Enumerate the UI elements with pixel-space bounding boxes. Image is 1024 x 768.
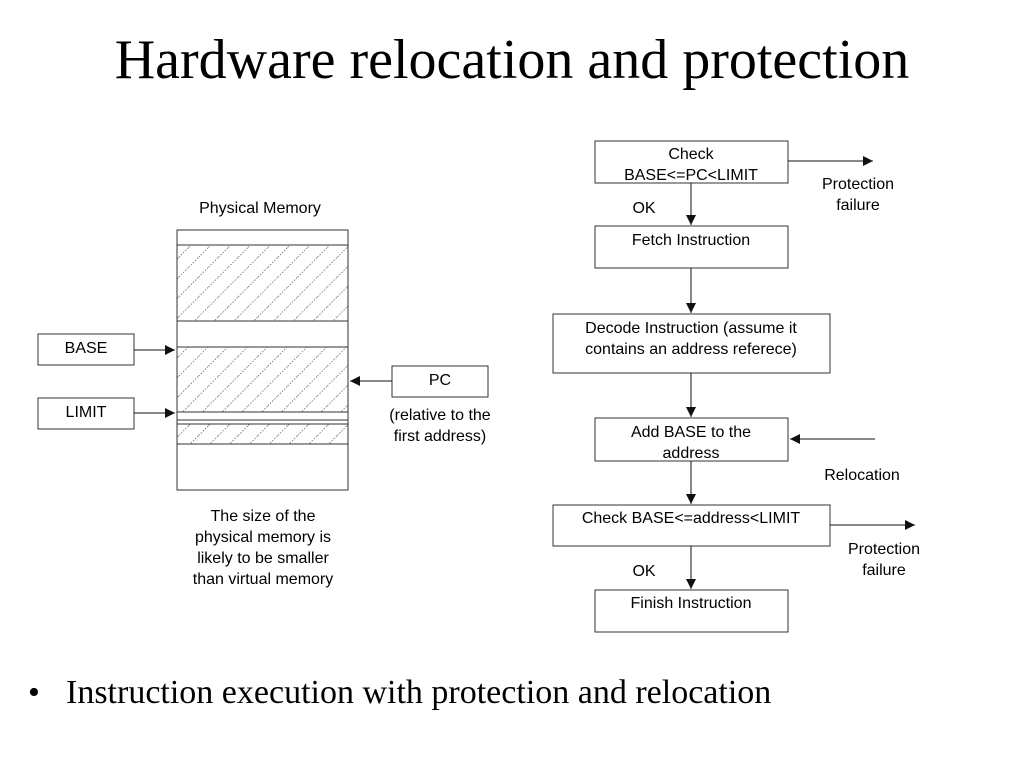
- base-register: [37, 333, 135, 366]
- size-note-line-1: The size of the: [211, 508, 316, 525]
- pc-note-line-1: (relative to the: [389, 407, 490, 424]
- check-address-label: Check BASE<=address<LIMIT: [582, 510, 801, 527]
- check-address-box: [552, 504, 831, 547]
- add-base-line-1: Add BASE to the: [631, 424, 751, 441]
- decode-line-1: Decode Instruction (assume it: [585, 320, 797, 337]
- physical-memory-label: Physical Memory: [199, 200, 321, 217]
- bullet-text: Instruction execution with protection an…: [66, 674, 772, 711]
- ok-label-2: OK: [632, 563, 655, 580]
- fetch-box: [594, 225, 789, 269]
- slide-title: Hardware relocation and protection: [114, 29, 910, 91]
- size-note-line-2: physical memory is: [195, 529, 331, 546]
- finish-label: Finish Instruction: [631, 595, 752, 612]
- check-pc-box: [594, 140, 789, 184]
- memory-used-region-1: [176, 244, 349, 322]
- protection-failure-2-line-2: failure: [862, 562, 906, 579]
- protection-failure-2-line-1: Protection: [848, 541, 920, 558]
- decode-box: [552, 313, 831, 374]
- decode-line-2: contains an address referece): [585, 341, 797, 358]
- bullet-marker: •: [28, 674, 40, 711]
- fetch-label: Fetch Instruction: [632, 232, 750, 249]
- memory-block: [176, 229, 349, 491]
- relocation-label: Relocation: [824, 467, 900, 484]
- bullet-item: • Instruction execution with protection …: [28, 674, 771, 712]
- add-base-box: [594, 417, 789, 462]
- pc-note-line-2: first address): [394, 428, 486, 445]
- check-pc-line-2: BASE<=PC<LIMIT: [624, 167, 758, 184]
- size-note-line-4: than virtual memory: [193, 571, 334, 588]
- limit-register-label: LIMIT: [66, 404, 107, 421]
- size-note-line-3: likely to be smaller: [197, 550, 329, 567]
- memory-process-region: [176, 346, 349, 413]
- memory-used-region-2: [176, 423, 349, 445]
- check-pc-line-1: Check: [668, 146, 714, 163]
- finish-box: [594, 589, 789, 633]
- protection-failure-1-line-2: failure: [836, 197, 880, 214]
- base-register-label: BASE: [65, 340, 108, 357]
- pc-register-label: PC: [429, 372, 451, 389]
- ok-label-1: OK: [632, 200, 655, 217]
- add-base-line-2: address: [663, 445, 720, 462]
- protection-failure-1-line-1: Protection: [822, 176, 894, 193]
